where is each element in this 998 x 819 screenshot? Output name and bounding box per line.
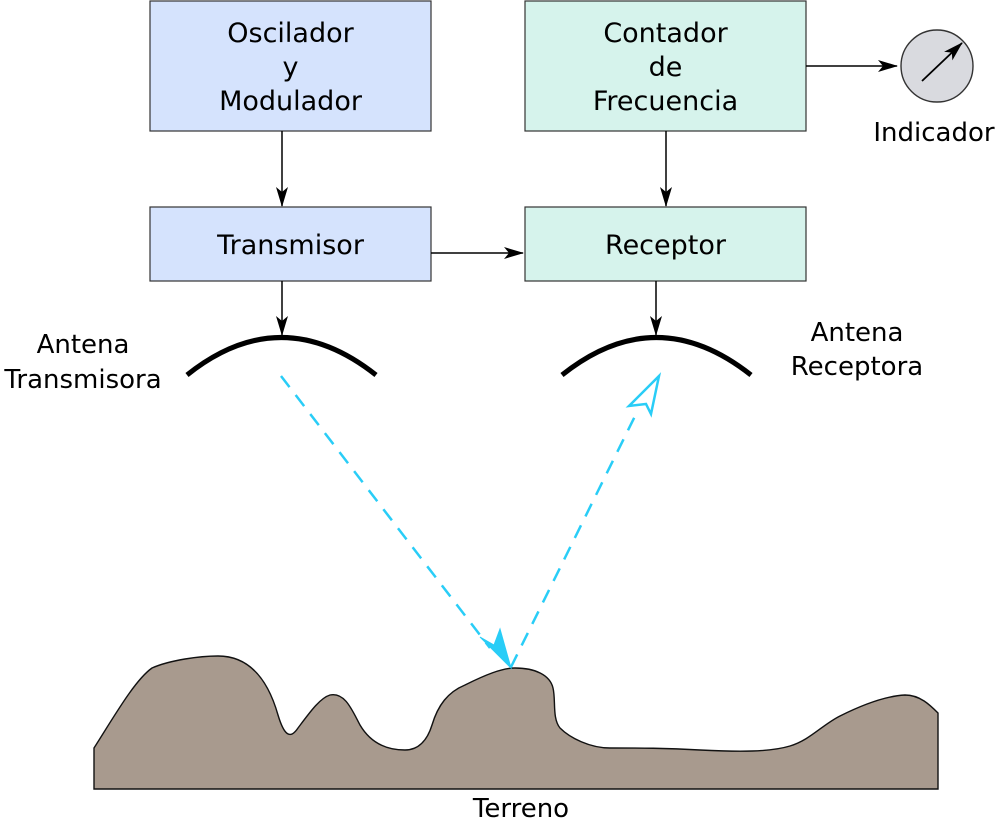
oscillator-modulator-block: Oscilador y Modulador xyxy=(149,0,432,132)
receiver-label: Receptor xyxy=(605,230,727,261)
rx-antenna-label-line-2: Receptora xyxy=(791,352,923,382)
oscillator-block-box xyxy=(149,0,432,132)
reflected-signal-path xyxy=(509,409,640,668)
terrain-label: Terreno xyxy=(472,794,569,819)
indicator-label: Indicador xyxy=(873,118,995,148)
tx-antenna-label-line-1: Antena xyxy=(37,330,130,360)
incident-signal-arrowhead xyxy=(479,627,513,670)
indicator-needle xyxy=(921,42,963,82)
receive-antenna-dish xyxy=(560,335,753,377)
counter-label-line-1: Contador xyxy=(603,18,728,49)
gauge-dial-icon xyxy=(900,29,974,103)
terrain-shape xyxy=(93,655,939,790)
frequency-counter-block: Contador de Frecuencia xyxy=(524,0,807,132)
oscillator-label-line-2: y xyxy=(283,52,299,83)
reflected-signal-arrowhead xyxy=(625,372,662,418)
counter-label-line-3: Frecuencia xyxy=(593,86,738,117)
transmitter-block: Transmisor xyxy=(149,206,432,282)
oscillator-label-line-1: Oscilador xyxy=(227,18,354,49)
counter-label-line-2: de xyxy=(649,52,683,83)
rx-antenna-label-line-1: Antena xyxy=(811,318,904,348)
oscillator-label-line-3: Modulador xyxy=(219,86,363,117)
tx-antenna-label-line-2: Transmisora xyxy=(3,365,161,395)
transmit-antenna-dish xyxy=(185,335,378,377)
counter-block-box xyxy=(524,0,807,132)
transmitter-label: Transmisor xyxy=(216,230,365,261)
receiver-block: Receptor xyxy=(524,206,807,282)
transmitter-block-box xyxy=(149,206,432,282)
receiver-block-box xyxy=(524,206,807,282)
transmitted-signal-path xyxy=(280,375,491,649)
